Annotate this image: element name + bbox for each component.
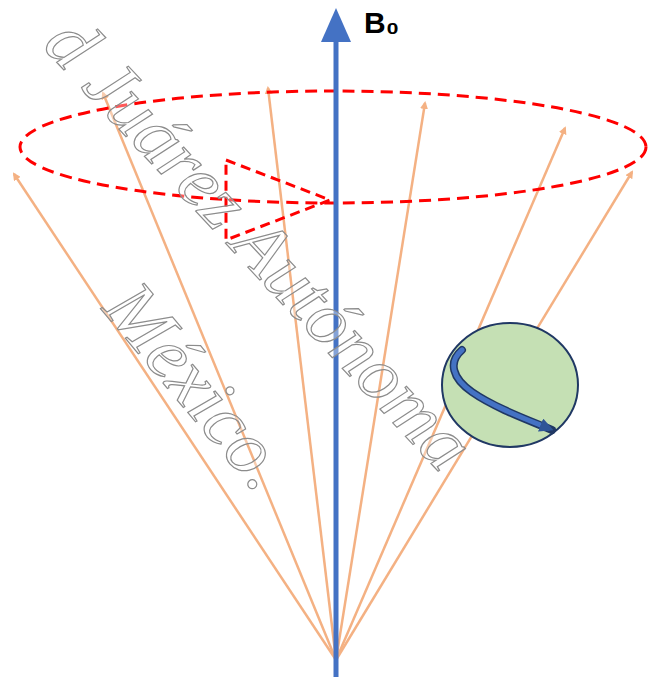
field-label: B₀ (364, 6, 399, 40)
moment-vectors (14, 88, 632, 660)
field-arrowhead (321, 8, 351, 42)
